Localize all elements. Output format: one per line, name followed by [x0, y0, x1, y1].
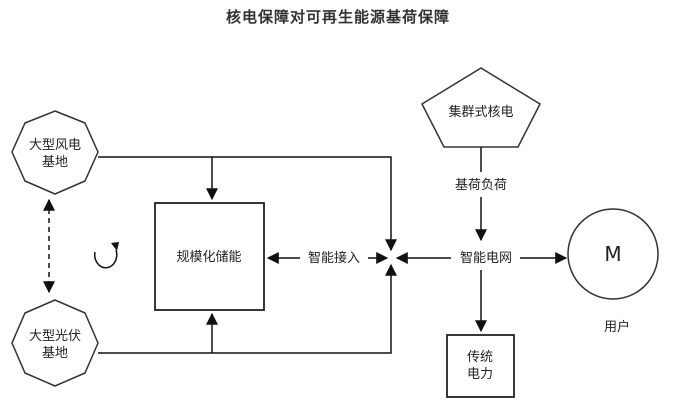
solar-base-node: 大型光伏 基地	[11, 299, 99, 387]
user-label: 用户	[604, 319, 630, 335]
wind-to-grid-line	[98, 156, 397, 252]
solar-to-grid-line	[98, 263, 397, 354]
solar-label-line2: 基地	[42, 346, 68, 361]
user-node: M	[567, 208, 659, 300]
wind-label-line1: 大型风电	[29, 138, 81, 153]
user-symbol: M	[604, 242, 621, 266]
smart-access-label: 智能接入	[308, 250, 360, 266]
wind-label-line2: 基地	[42, 155, 68, 170]
solar-label-line1: 大型光伏	[29, 329, 81, 344]
wind-base-node: 大型风电 基地	[11, 110, 99, 195]
nuclear-label: 集群式核电	[448, 104, 513, 120]
nuclear-node: 集群式核电	[421, 67, 541, 148]
traditional-label-line1: 传统	[467, 350, 493, 365]
storage-node: 规模化储能	[154, 202, 265, 311]
diagram-title: 核电保障对可再生能源基荷保障	[225, 8, 450, 26]
base-load-label: 基荷负荷	[455, 178, 507, 193]
traditional-power-node: 传统 电力	[446, 334, 515, 398]
storage-label: 规模化储能	[176, 250, 241, 265]
traditional-label-line2: 电力	[467, 367, 493, 382]
smart-grid-label: 智能电网	[460, 251, 512, 266]
rotate-arrow-icon	[94, 242, 119, 269]
